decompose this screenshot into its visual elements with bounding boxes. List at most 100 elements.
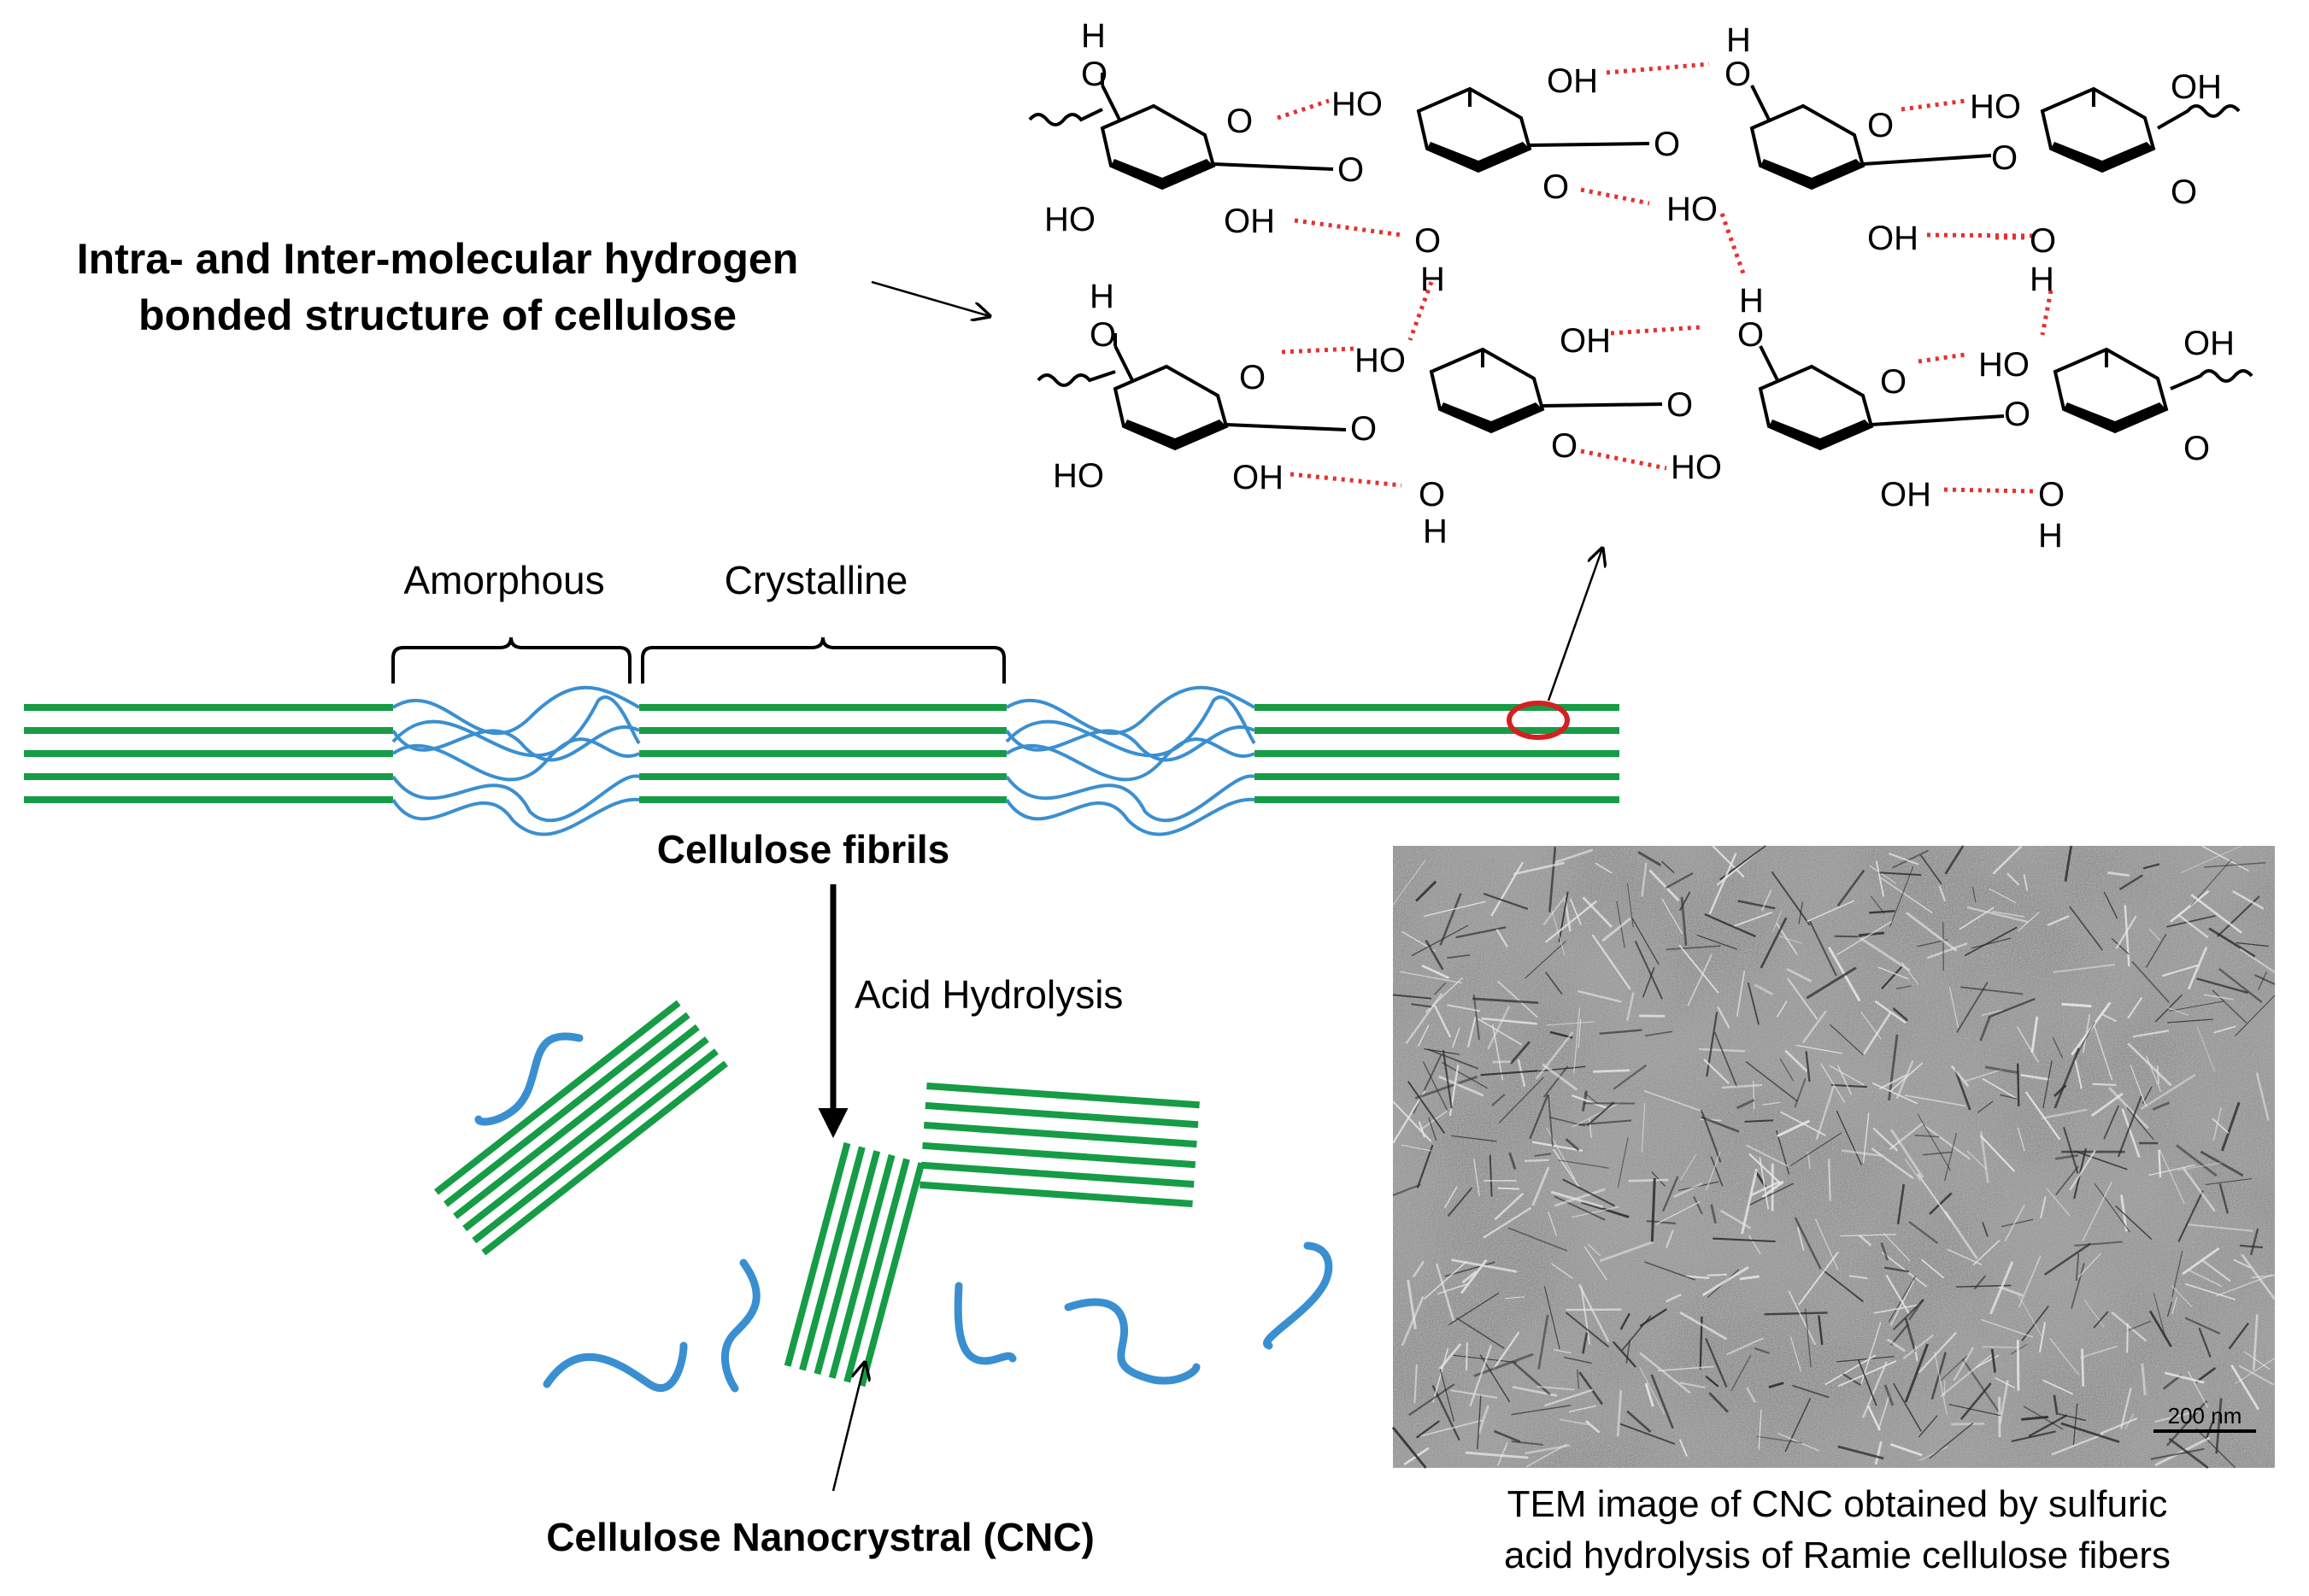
tem-needle [1877,871,1922,877]
svg-text:O: O [1419,476,1445,513]
tem-needle [2154,1410,2200,1423]
tem-needle [1644,1261,1695,1281]
svg-text:O: O [1239,359,1266,396]
tem-needle [2188,1223,2253,1232]
tem-needle [1904,1343,1930,1403]
tem-needle [1918,1446,1948,1462]
tem-needle [1554,1195,1606,1221]
tem-needle [1558,1159,1609,1169]
tem-needle [2187,946,2208,990]
tem-needle [1507,1227,1568,1252]
tem-needle [1550,1190,1604,1209]
tem-needle [1705,1376,1719,1388]
tem-needle [1789,1132,1842,1167]
tem-needle [2130,1065,2147,1107]
tem-needle [1905,911,1958,952]
tem-needle [1472,1158,1480,1196]
tem-needle [1529,1094,1549,1140]
tem-needle [1890,1323,1909,1346]
tem-needle [2212,1107,2222,1141]
tem-needle [1452,1027,1460,1048]
tem-needle [2184,1317,2221,1335]
scale-bar-label: 200 nm [2168,1403,2242,1429]
tem-needle [1842,1149,1883,1158]
tem-needle [2140,1074,2196,1110]
svg-text:O: O [2030,222,2056,260]
tem-needle [1756,1435,1803,1444]
tem-needle [1895,1059,1914,1100]
tem-needle [1961,1358,2001,1414]
tem-needle [1639,1352,1691,1394]
tem-needle [2127,996,2143,1019]
tem-needle [2051,1433,2104,1456]
tem-needle [1907,1299,1924,1321]
tem-needle [2047,914,2070,927]
tem-needle [1836,920,1893,956]
tem-needle [1544,971,1563,995]
tem-needle [1858,1234,1872,1247]
tem-needle [2018,1255,2042,1308]
tem-needle [1641,862,1648,897]
tem-needle [1956,982,1989,1033]
tem-needle [2148,928,2160,941]
tem-needle [1425,939,1444,971]
tem-scale-bar: 200 nm [2153,1403,2256,1433]
svg-text:H: H [2030,261,2054,298]
tem-needle [1587,1243,1601,1257]
tem-needle [1489,1154,1493,1197]
svg-text:HO: HO [1354,342,1406,379]
tem-needle [1877,966,1909,980]
tem-needle [1646,1220,1677,1225]
tem-needle [2232,890,2265,910]
tem-needle [1421,964,1450,979]
tem-needle [1857,1358,1877,1406]
tem-needle [1494,1193,1525,1221]
tem-needle [1940,1353,1993,1398]
tem-needle [1526,1443,1567,1468]
svg-text:O: O [2183,430,2210,467]
tem-needle [1775,1130,1790,1175]
tem-needle [1789,1336,1802,1372]
tem-needle [1392,1090,1426,1144]
tem-needle [1784,1049,1808,1072]
svg-text:O: O [1337,151,1364,189]
tem-needle [2115,1205,2153,1241]
tem-needle [1392,994,1432,1000]
tem-needle [1710,1204,1717,1223]
tem-needle [1873,1304,1921,1314]
tem-needle [1982,1077,2020,1101]
tem-needle [1585,1420,1601,1434]
tem-needle [2152,1101,2171,1111]
tem-needle [2196,1026,2216,1072]
tem-needle [1559,1418,1590,1426]
tem-needle [2208,927,2256,958]
tem-needle [2187,1269,2223,1288]
tem-needle [1554,1348,1572,1354]
tem-needle [1481,1017,1537,1025]
tem-needle [1619,1423,1676,1445]
tem-needle [1543,1286,1560,1350]
tem-needle [1472,997,1539,1005]
tem-needle [2111,937,2130,955]
tem-needle [1830,1024,1864,1056]
tem-needle [2108,1087,2149,1130]
tem-needle [2187,1370,2209,1408]
tem-needle [2194,1367,2217,1383]
tem-needle [1874,1441,1883,1465]
tem-needle [1883,1233,1911,1261]
tem-needle [1492,1024,1504,1081]
tem-needle [1890,1129,1924,1178]
tem-needle [1960,986,2024,995]
tem-needle [1466,1016,1477,1047]
tem-needle [2218,967,2263,1003]
tem-needle [1619,1312,1630,1330]
tem-needle [2235,995,2276,1036]
tem-needle [2124,905,2130,967]
tem-needle [1531,1141,1583,1152]
tem-needle [1856,935,1911,972]
tem-needle [1889,1062,1924,1093]
tem-needle [1840,1234,1896,1237]
tem-needle [2103,1105,2120,1140]
tem-needle [1447,953,1471,959]
